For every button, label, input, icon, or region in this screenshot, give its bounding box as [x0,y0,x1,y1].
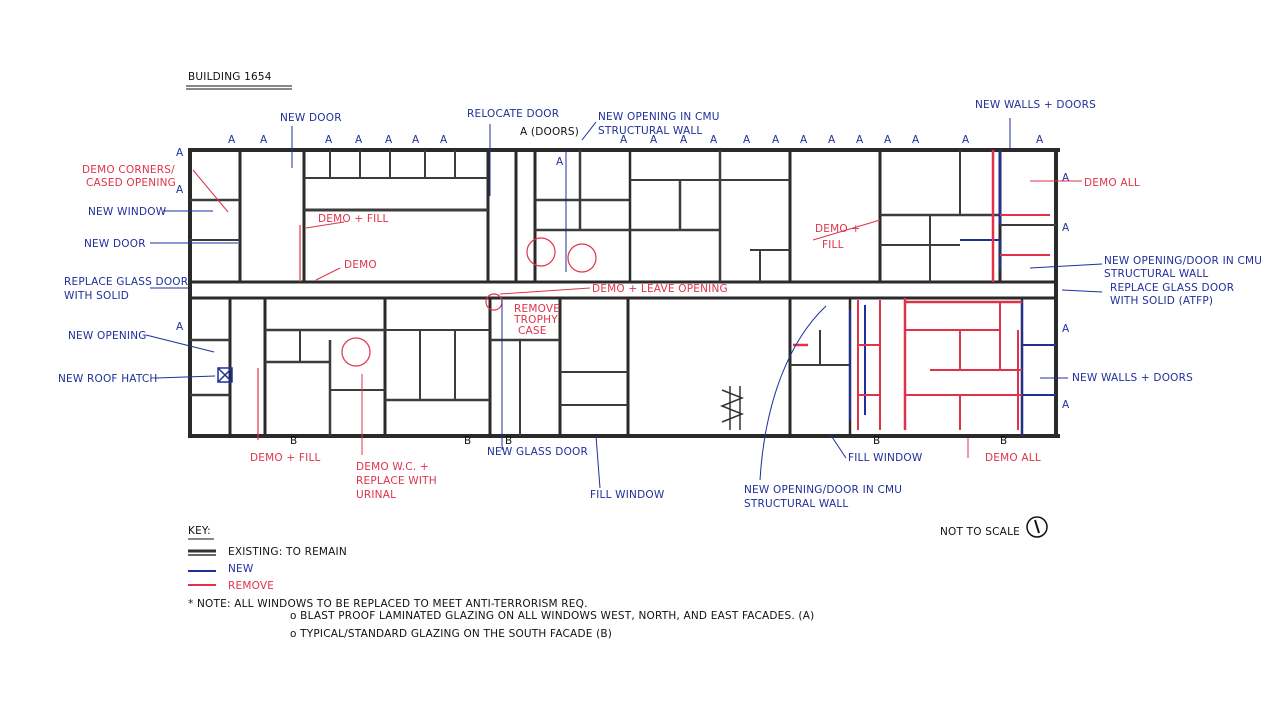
label-demo-fill-1: DEMO + FILL [318,213,389,225]
label-demo-corners-1: DEMO CORNERS/ [82,164,175,176]
label-demo: DEMO [344,259,377,271]
window-tag: A [556,156,564,168]
label-demo-wc-1: DEMO W.C. + [356,461,429,473]
note-main: * NOTE: ALL WINDOWS TO BE REPLACED TO ME… [188,598,588,610]
window-tags-a: A A A A A A A A A A A A A A A A A A A A … [176,134,1070,411]
window-tag: A [650,134,658,146]
window-tag: A [912,134,920,146]
label-demo-leave-opening: DEMO + LEAVE OPENING [592,283,728,295]
window-tag: A [260,134,268,146]
label-demo-wc-2: REPLACE WITH [356,475,437,487]
label-new-window: NEW WINDOW [88,206,167,218]
label-new-walls-doors-top: NEW WALLS + DOORS [975,99,1096,111]
label-replace-glass-right-2: WITH SOLID (ATFP) [1110,295,1213,307]
north-arrow-needle [1034,519,1040,534]
window-tag: A [176,147,184,159]
window-tag: B [290,435,297,447]
window-tag: A [710,134,718,146]
existing-walls [188,148,1060,438]
label-new-walls-doors-right: NEW WALLS + DOORS [1072,372,1193,384]
window-tag: A [176,184,184,196]
window-tag: A [1062,222,1070,234]
label-relocate-door: RELOCATE DOOR [467,108,559,120]
label-demo-fill-bottom: DEMO + FILL [250,452,321,464]
label-new-opening-left: NEW OPENING [68,330,147,342]
remove-annotations: DEMO CORNERS/ CASED OPENING DEMO + FILL … [82,164,1140,501]
window-tag: B [464,435,471,447]
note-b: o TYPICAL/STANDARD GLAZING ON THE SOUTH … [290,628,612,640]
window-tag: A [1062,172,1070,184]
label-new-glass-door: NEW GLASS DOOR [487,446,588,458]
label-remove-trophy-case-1: REMOVE [514,303,560,315]
north-arrow-icon [1026,516,1048,538]
legend-label-new: NEW [228,563,254,575]
label-new-door-top: NEW DOOR [280,112,342,124]
leader-lines [145,118,1103,489]
window-tag: A [856,134,864,146]
window-tag: A [620,134,628,146]
label-new-opening-cmu-1: NEW OPENING IN CMU [598,111,720,123]
label-a-doors: A (DOORS) [520,126,579,138]
label-fill-window-mid: FILL WINDOW [590,489,665,501]
window-tag: A [800,134,808,146]
legend: KEY: EXISTING: TO REMAIN NEW REMOVE [188,525,347,592]
window-tag: A [1036,134,1044,146]
new-annotations: NEW DOOR RELOCATE DOOR A (DOORS) NEW OPE… [58,99,1262,510]
label-new-roof-hatch: NEW ROOF HATCH [58,373,158,385]
label-remove-trophy-case-2: TROPHY [513,314,558,326]
window-tag: A [325,134,333,146]
legend-label-existing: EXISTING: TO REMAIN [228,546,347,558]
window-tag: A [680,134,688,146]
label-replace-glass-left-1: REPLACE GLASS DOOR [64,276,188,288]
label-fill-window-right: FILL WINDOW [848,452,923,464]
label-demo-all-top: DEMO ALL [1084,177,1140,189]
label-replace-glass-left-2: WITH SOLID [64,290,129,302]
label-new-opening-door-right-2: STRUCTURAL WALL [1104,268,1208,280]
window-tag: A [385,134,393,146]
window-tag: A [176,321,184,333]
label-demo-fill-right-1: DEMO + [815,223,860,235]
window-tag: A [412,134,420,146]
window-tag: A [440,134,448,146]
label-new-opening-door-bottom-1: NEW OPENING/DOOR IN CMU [744,484,902,496]
scale-note: NOT TO SCALE [940,526,1020,538]
label-demo-fill-right-2: FILL [822,239,844,251]
label-demo-corners-2: CASED OPENING [86,177,176,189]
window-tag: A [828,134,836,146]
legend-title: KEY: [188,525,211,537]
window-tag: A [772,134,780,146]
window-tag: A [743,134,751,146]
label-replace-glass-right-1: REPLACE GLASS DOOR [1110,282,1234,294]
window-tag: B [873,435,880,447]
label-new-opening-door-right-1: NEW OPENING/DOOR IN CMU [1104,255,1262,267]
label-new-opening-cmu-2: STRUCTURAL WALL [598,125,702,137]
label-demo-all-bottom: DEMO ALL [985,452,1041,464]
window-tag: A [1062,399,1070,411]
window-tags-b: B B B B B [290,435,1007,447]
window-tag: A [228,134,236,146]
label-new-opening-door-bottom-2: STRUCTURAL WALL [744,498,848,510]
window-tag: A [1062,323,1070,335]
label-remove-trophy-case-3: CASE [518,325,547,337]
notes: * NOTE: ALL WINDOWS TO BE REPLACED TO ME… [188,598,814,640]
window-tag: B [1000,435,1007,447]
window-tag: A [962,134,970,146]
window-tag: A [355,134,363,146]
window-tag: A [884,134,892,146]
label-demo-wc-3: URINAL [356,489,396,501]
drawing-title: BUILDING 1654 [188,71,272,83]
remove-work [257,150,1050,440]
note-a: o BLAST PROOF LAMINATED GLAZING ON ALL W… [290,610,814,622]
label-new-door-left: NEW DOOR [84,238,146,250]
window-tag: B [505,435,512,447]
new-work [217,150,1056,436]
legend-label-remove: REMOVE [228,580,274,592]
